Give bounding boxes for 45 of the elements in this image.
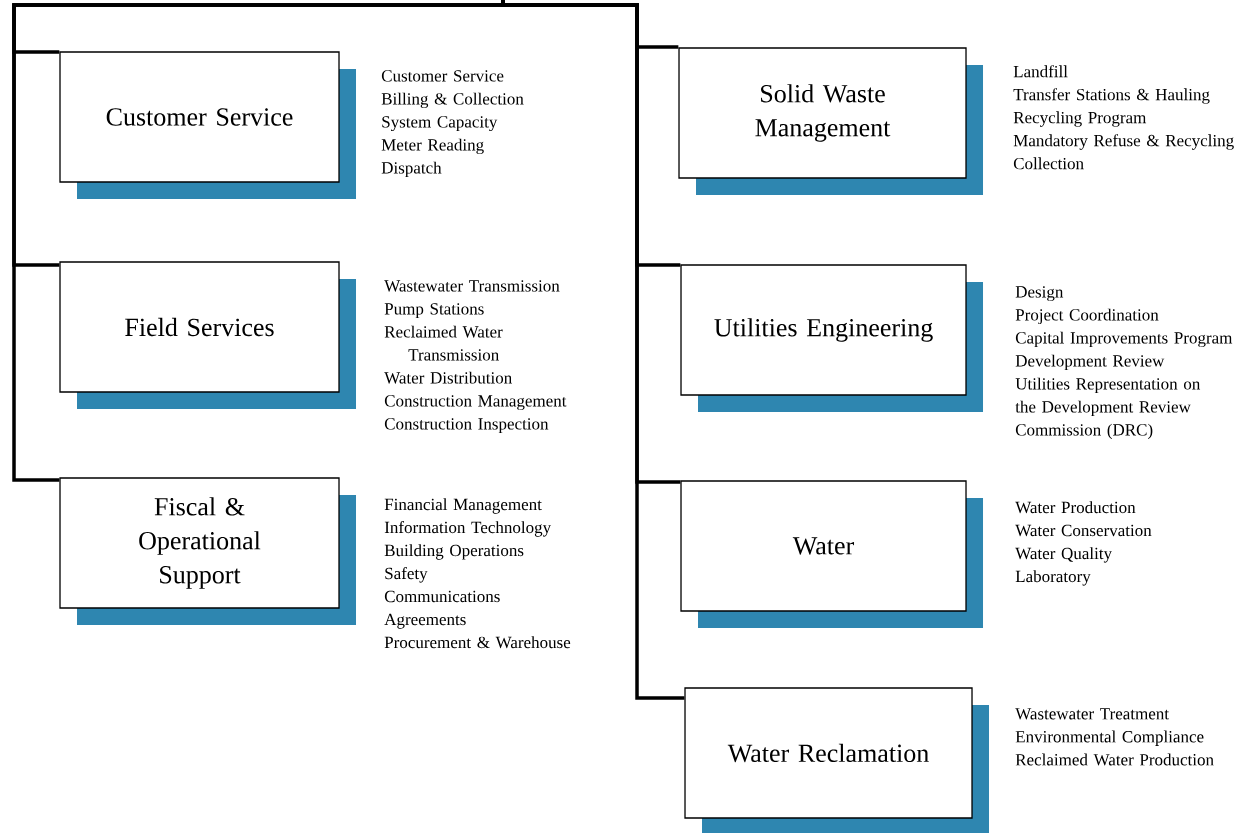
duty-list: Water Production Water Conservation Water Quality Laboratory — [1015, 501, 1152, 586]
node-label: Customer Service — [381, 70, 504, 82]
node-label: Landfill — [1013, 65, 1068, 78]
node-label: Transfer Stations & Hauling — [1013, 88, 1210, 104]
node-label: Financial Management — [384, 498, 542, 514]
node-label: Procurement & Warehouse — [384, 636, 571, 649]
node-label: Project Coordination — [1015, 308, 1159, 325]
node-label: Development Review — [1015, 354, 1165, 371]
node-label: Recycling Program — [1013, 111, 1147, 127]
duty-list: Wastewater Transmission Pump Stations Reclaimed Water Transmission Water Distribution Construction Management Construction Inspection — [384, 280, 567, 434]
node-label: System Capacity — [382, 116, 498, 132]
node-label: Agreements — [384, 613, 466, 629]
node-label: Building Operations — [384, 544, 524, 560]
process-box: Solid Waste Management — [678, 47, 983, 195]
node-label: Water Quality — [1015, 547, 1112, 563]
process-box: Fiscal & Operational Support — [59, 477, 356, 625]
node-label: Laboratory — [1015, 570, 1091, 586]
node-label: Construction Inspection — [384, 418, 549, 434]
duty-list: Design Project Coordination Capital Improvements Program Development Review Utilities Representation on the Development Review Commission (DRC) — [1015, 286, 1233, 440]
process-box: Utilities Engineering — [680, 264, 983, 412]
node-label: Mandatory Refuse & Recycling Collection — [1013, 134, 1234, 170]
node-label: Safety — [385, 567, 428, 583]
duty-list: Wastewater Treatment Environmental Compliance Reclaimed Water Production — [1015, 708, 1214, 766]
node-label: Water Distribution — [384, 371, 512, 384]
duty-list: Customer Service Billing & Collection System Capacity Meter Reading Dispatch — [381, 70, 524, 178]
process-box: Water Reclamation — [684, 687, 989, 833]
node-label: Utilities Representation on the Development Review Commission (DRC) — [1015, 377, 1201, 440]
node-label: Information Technology — [384, 521, 552, 537]
node-label: Design — [1015, 286, 1064, 302]
node-label: Construction Management — [384, 395, 567, 411]
node-label: Communications — [384, 590, 500, 603]
node-label: Meter Reading — [381, 138, 484, 155]
node-label: Wastewater Transmission — [384, 280, 560, 292]
duty-list: Financial Management Information Technology Building Operations Safety Communications Agreements Procurement & Warehouse — [384, 498, 571, 649]
node-label: Capital Improvements Program — [1015, 331, 1233, 348]
process-box: Customer Service — [59, 51, 356, 199]
process-box: Water — [680, 480, 983, 628]
node-label: Reclaimed Water Transmission — [384, 325, 503, 361]
node-label: Pump Stations — [384, 303, 484, 319]
process-box: Field Services — [59, 261, 356, 409]
node-label: Billing & Collection — [381, 92, 524, 109]
node-label: Water Conservation — [1015, 524, 1152, 537]
node-label: Water Production — [1015, 501, 1136, 514]
duty-list: Landfill Transfer Stations & Hauling Recycling Program Mandatory Refuse & Recycling Collection — [1013, 65, 1234, 170]
node-label: Dispatch — [381, 161, 442, 178]
